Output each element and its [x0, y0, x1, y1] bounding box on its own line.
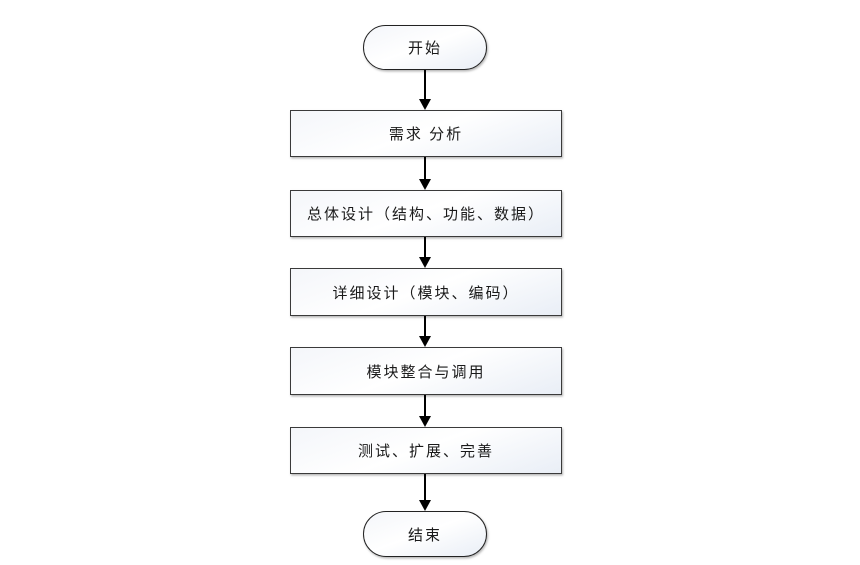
flowchart-node-overall-design: 总体设计（结构、功能、数据）	[290, 190, 562, 237]
flowchart-node-end: 结束	[363, 511, 487, 557]
flowchart-node-requirements: 需求 分析	[290, 110, 562, 157]
flowchart-node-detailed-design: 详细设计（模块、编码）	[290, 268, 562, 316]
arrow-start-to-requirements	[419, 70, 431, 110]
node-label: 总体设计（结构、功能、数据）	[306, 206, 545, 223]
arrow-overall-design-to-detailed-design	[419, 237, 431, 268]
arrowhead-down-icon	[419, 179, 431, 190]
arrowhead-down-icon	[419, 500, 431, 511]
node-label: 详细设计（模块、编码）	[332, 284, 520, 302]
arrow-requirements-to-overall-design	[419, 157, 431, 190]
flowchart-node-start: 开始	[363, 25, 487, 70]
arrow-line	[424, 237, 426, 259]
flowchart-node-testing: 测试、扩展、完善	[290, 427, 562, 474]
arrowhead-down-icon	[419, 99, 431, 110]
arrow-line	[424, 157, 426, 181]
arrow-line	[424, 70, 426, 101]
arrowhead-down-icon	[419, 416, 431, 427]
arrowhead-down-icon	[419, 257, 431, 268]
node-label: 需求 分析	[388, 126, 464, 143]
flowchart-node-integration: 模块整合与调用	[290, 347, 562, 395]
arrowhead-down-icon	[419, 336, 431, 347]
arrow-line	[424, 474, 426, 502]
arrow-line	[424, 316, 426, 338]
node-label: 测试、扩展、完善	[357, 443, 494, 460]
arrow-detailed-design-to-integration	[419, 316, 431, 347]
arrow-testing-to-end	[419, 474, 431, 511]
node-label: 模块整合与调用	[366, 363, 486, 381]
arrow-integration-to-testing	[419, 395, 431, 427]
arrow-line	[424, 395, 426, 418]
node-label: 开始	[407, 40, 442, 57]
node-label: 结束	[407, 526, 442, 544]
